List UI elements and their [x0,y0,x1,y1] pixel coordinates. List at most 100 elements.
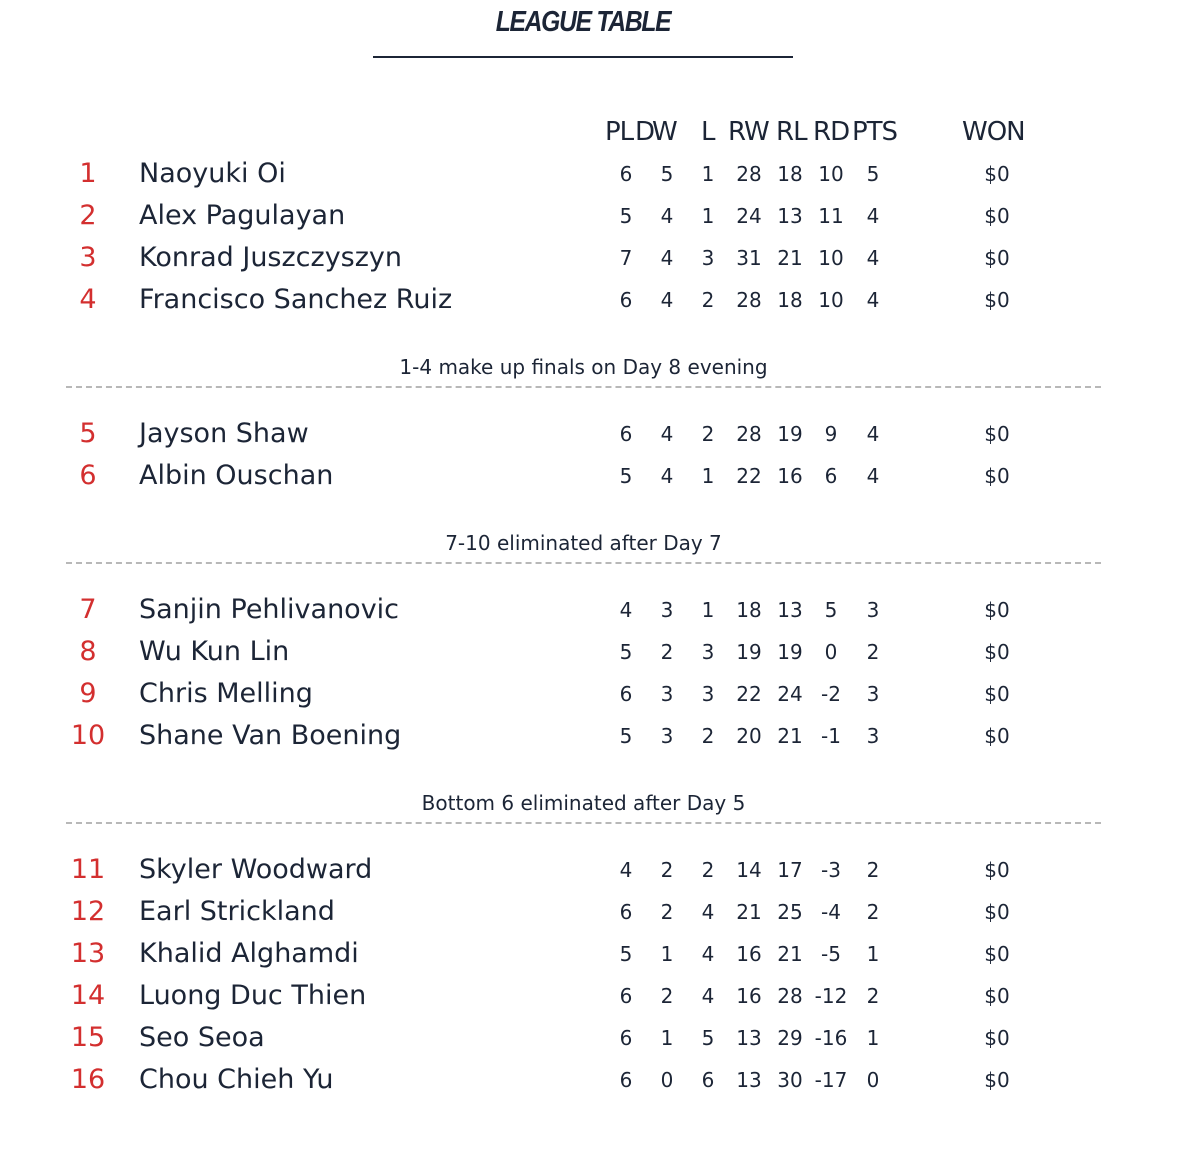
position-number: 11 [70,854,106,885]
stat-rw: 14 [736,858,762,882]
stat-w: 1 [660,1026,674,1050]
stat-w: 2 [660,900,674,924]
stat-rl: 19 [777,422,803,446]
stat-pts: 2 [866,640,880,664]
stat-rw: 28 [736,162,762,186]
stat-rd: 5 [824,598,838,622]
section-note: Bottom 6 eliminated after Day 5 [421,791,746,815]
stat-l: 1 [701,162,715,186]
prize-won: $0 [984,422,1010,446]
stat-pl: 5 [619,204,633,228]
stat-rl: 16 [777,464,803,488]
player-name: Konrad Juszczyszyn [139,242,402,273]
stat-pts: 4 [866,288,880,312]
title-underline [373,56,793,58]
stat-l: 6 [701,1068,715,1092]
stat-w: 5 [660,162,674,186]
stat-pl: 6 [619,162,633,186]
position-number: 6 [79,460,97,491]
stat-rd: -12 [814,984,848,1008]
section-divider [66,386,1101,388]
stat-rw: 22 [736,682,762,706]
stat-pl: 5 [619,640,633,664]
position-number: 4 [79,284,97,315]
stat-rw: 13 [736,1068,762,1092]
stat-pts: 2 [866,900,880,924]
stat-rd: 6 [824,464,838,488]
player-name: Francisco Sanchez Ruiz [139,284,453,315]
stat-rw: 31 [736,246,762,270]
stat-rd: 10 [818,162,844,186]
position-number: 16 [70,1064,106,1095]
section-divider [66,822,1101,824]
position-number: 12 [70,896,106,927]
stat-w: 2 [660,858,674,882]
stat-rd: -3 [821,858,841,882]
stat-rd: 10 [818,288,844,312]
stat-pts: 1 [866,1026,880,1050]
player-name: Skyler Woodward [139,854,373,885]
stat-rw: 28 [736,288,762,312]
stat-rl: 13 [777,598,803,622]
stat-pl: 6 [619,288,633,312]
stat-rw: 21 [736,900,762,924]
stat-pts: 3 [866,598,880,622]
stat-pl: 6 [619,682,633,706]
stat-w: 0 [660,1068,674,1092]
stat-w: 2 [660,984,674,1008]
stat-rl: 21 [777,942,803,966]
player-name: Earl Strickland [139,896,335,927]
prize-won: $0 [984,1026,1010,1050]
stat-rw: 22 [736,464,762,488]
stat-pl: 5 [619,724,633,748]
stat-pl: 7 [619,246,633,270]
player-name: Chris Melling [139,678,313,709]
player-name: Chou Chieh Yu [139,1064,334,1095]
prize-won: $0 [984,1068,1010,1092]
stat-w: 4 [660,464,674,488]
position-number: 3 [79,242,97,273]
stat-rw: 20 [736,724,762,748]
stat-l: 2 [701,724,715,748]
header-pl: PL [605,117,634,147]
player-name: Shane Van Boening [139,720,402,751]
prize-won: $0 [984,942,1010,966]
stat-w: 3 [660,598,674,622]
stat-l: 1 [701,598,715,622]
prize-won: $0 [984,464,1010,488]
stat-rl: 18 [777,288,803,312]
position-number: 15 [70,1022,106,1053]
position-number: 5 [79,418,97,449]
stat-rd: -5 [821,942,841,966]
position-number: 13 [70,938,106,969]
stat-l: 2 [701,288,715,312]
position-number: 9 [79,678,97,709]
stat-pl: 6 [619,984,633,1008]
stat-l: 1 [701,204,715,228]
prize-won: $0 [984,162,1010,186]
prize-won: $0 [984,682,1010,706]
stat-l: 2 [701,858,715,882]
stat-w: 4 [660,246,674,270]
player-name: Alex Pagulayan [139,200,346,231]
prize-won: $0 [984,204,1010,228]
stat-pts: 0 [866,1068,880,1092]
header-won: WON [962,117,1026,147]
stat-l: 5 [701,1026,715,1050]
header-w: W [652,117,678,147]
stat-pl: 4 [619,598,633,622]
section-note: 7-10 eliminated after Day 7 [445,531,722,555]
stat-pts: 5 [866,162,880,186]
stat-rl: 19 [777,640,803,664]
stat-rl: 30 [777,1068,803,1092]
prize-won: $0 [984,900,1010,924]
page-title: LEAGUE TABLE [495,6,672,38]
stat-w: 3 [660,724,674,748]
player-name: Albin Ouschan [139,460,334,491]
player-name: Luong Duc Thien [139,980,367,1011]
stat-pts: 4 [866,204,880,228]
header-rd: RD [813,117,850,147]
player-name: Khalid Alghamdi [139,938,359,969]
stat-l: 2 [701,422,715,446]
stat-w: 4 [660,204,674,228]
